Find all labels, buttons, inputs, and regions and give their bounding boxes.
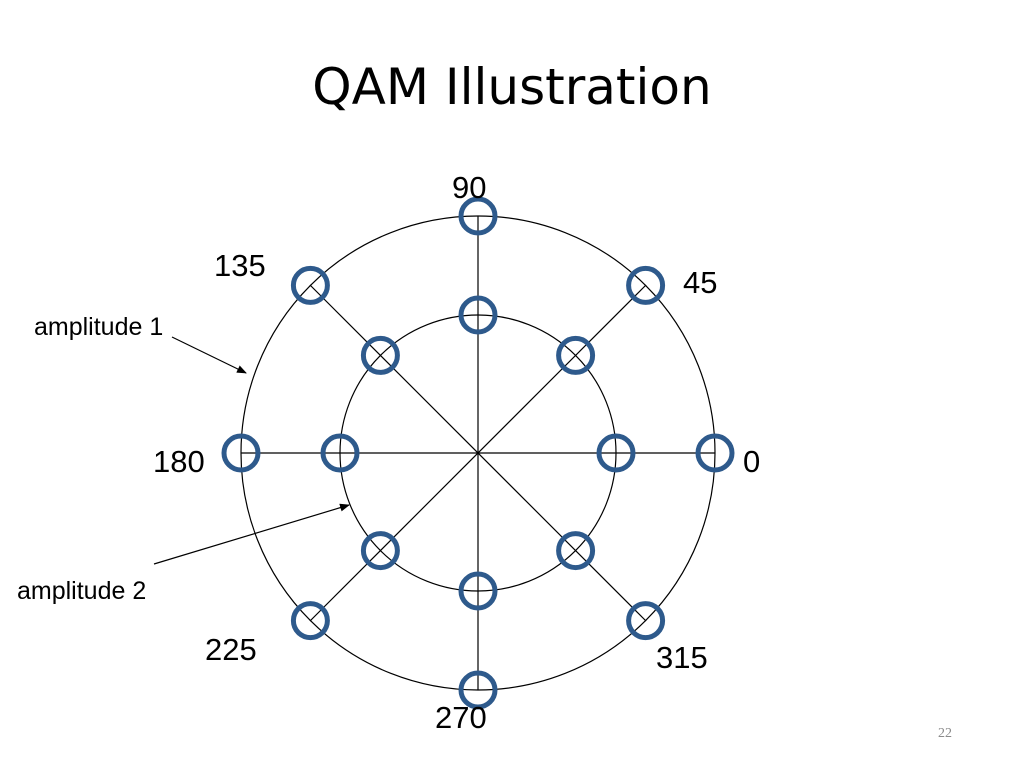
constellation-points — [221, 196, 735, 710]
page-number: 22 — [938, 726, 952, 741]
constellation-point-amp2-180 — [320, 433, 360, 473]
constellation-point-amp1-45 — [626, 265, 666, 305]
constellation-point-amp2-315 — [556, 531, 596, 571]
constellation-point-amp1-0 — [695, 433, 735, 473]
phase-label-315: 315 — [656, 640, 708, 675]
amplitude-2-arrow — [153, 503, 350, 565]
amplitude-1-arrow — [171, 336, 247, 374]
constellation-point-amp2-270 — [458, 571, 498, 611]
constellation-point-amp2-45 — [556, 335, 596, 375]
constellation-point-amp2-0 — [596, 433, 636, 473]
axis-line-diagonal-135 — [309, 284, 647, 622]
constellation-point-amp1-225 — [290, 601, 330, 641]
constellation-point-amp1-90 — [458, 196, 498, 236]
slide-title: QAM Illustration — [312, 58, 712, 116]
constellation-point-amp1-315 — [626, 601, 666, 641]
phase-label-135: 135 — [214, 248, 266, 283]
phase-label-180: 180 — [153, 444, 205, 479]
amplitude-1-label: amplitude 1 — [34, 313, 163, 341]
phase-label-45: 45 — [683, 265, 717, 300]
phase-label-225: 225 — [205, 632, 257, 667]
constellation-point-amp1-180 — [221, 433, 261, 473]
constellation-point-amp1-270 — [458, 670, 498, 710]
phase-label-270: 270 — [435, 700, 487, 735]
amplitude-2-label: amplitude 2 — [17, 577, 146, 605]
phase-label-90: 90 — [452, 170, 486, 205]
constellation-point-amp1-135 — [290, 265, 330, 305]
constellation-point-amp2-225 — [360, 531, 400, 571]
phase-label-0: 0 — [743, 444, 760, 479]
constellation-point-amp2-90 — [458, 295, 498, 335]
constellation-point-amp2-135 — [360, 335, 400, 375]
